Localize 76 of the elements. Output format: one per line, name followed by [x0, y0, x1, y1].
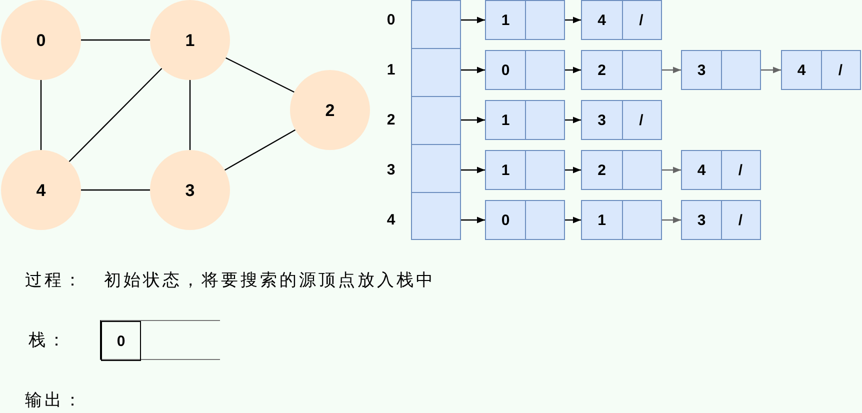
node-value: 1	[501, 12, 510, 28]
node-value: 0	[501, 62, 510, 78]
step-description: 初始状态，将要搜索的源顶点放入栈中	[104, 272, 436, 288]
list-node	[581, 200, 662, 240]
arrow	[461, 116, 485, 124]
list-node	[681, 150, 761, 190]
node-value: 4	[797, 62, 806, 78]
vertex-number: 1	[185, 32, 195, 48]
connector-line	[189, 80, 191, 150]
stack-cell	[101, 321, 141, 361]
list-node	[485, 150, 565, 190]
null-pointer-mark: /	[639, 112, 644, 128]
node-value: 3	[697, 62, 706, 78]
output-label: 输出：	[25, 392, 84, 408]
node-value: 1	[598, 212, 606, 228]
arrow	[565, 16, 581, 24]
connector-line	[226, 57, 294, 93]
arrow	[565, 166, 581, 174]
list-node	[485, 50, 565, 90]
stack-value: 0	[116, 334, 126, 348]
list-node	[485, 100, 565, 140]
vertex-number: 3	[185, 182, 195, 198]
node-value: 1	[501, 112, 510, 128]
arrow	[662, 66, 681, 74]
process-label: 过程：	[25, 272, 84, 288]
node-value: 3	[598, 112, 606, 128]
arrow	[565, 116, 581, 124]
null-pointer-mark: /	[639, 12, 644, 28]
connector-line	[68, 68, 162, 162]
list-node	[581, 100, 662, 140]
node-value: 1	[501, 162, 510, 178]
connector-line	[81, 39, 150, 41]
arrow	[565, 66, 581, 74]
list-node	[681, 50, 761, 90]
list-node	[485, 200, 565, 240]
null-pointer-mark: /	[738, 212, 743, 228]
row-index: 3	[386, 162, 396, 178]
vertex-number: 2	[325, 102, 335, 118]
list-node	[485, 0, 565, 40]
node-value: 4	[697, 162, 706, 178]
row-index: 1	[386, 62, 396, 78]
row-index: 0	[386, 12, 396, 28]
vertex-number: 4	[36, 182, 46, 198]
arrow	[461, 216, 485, 224]
arrow	[761, 66, 781, 74]
node-value: 2	[598, 162, 606, 178]
arrow	[461, 66, 485, 74]
list-node	[781, 50, 861, 90]
stack-box	[100, 320, 220, 360]
row-index: 2	[386, 112, 396, 128]
connector-line	[224, 129, 296, 171]
arrow	[662, 166, 681, 174]
arrow	[461, 16, 485, 24]
array-cell	[411, 192, 461, 240]
array-cell	[411, 48, 461, 97]
arrow	[662, 216, 681, 224]
node-value: 2	[598, 62, 606, 78]
list-node	[581, 150, 662, 190]
node-value: 0	[501, 212, 510, 228]
node-value: 3	[697, 212, 706, 228]
stack-label: 栈：	[28, 332, 68, 348]
array-cell	[411, 0, 461, 49]
vertex-number: 0	[36, 32, 46, 48]
null-pointer-mark: /	[738, 162, 743, 178]
array-cell	[411, 144, 461, 193]
null-pointer-mark: /	[838, 62, 843, 78]
list-node	[681, 200, 761, 240]
arrow	[461, 166, 485, 174]
row-index: 4	[386, 212, 396, 228]
arrow	[565, 216, 581, 224]
connector-line	[40, 80, 42, 150]
list-node	[581, 0, 662, 40]
node-value: 4	[598, 12, 606, 28]
array-cell	[411, 96, 461, 145]
connector-line	[81, 189, 150, 191]
list-node	[581, 50, 662, 90]
